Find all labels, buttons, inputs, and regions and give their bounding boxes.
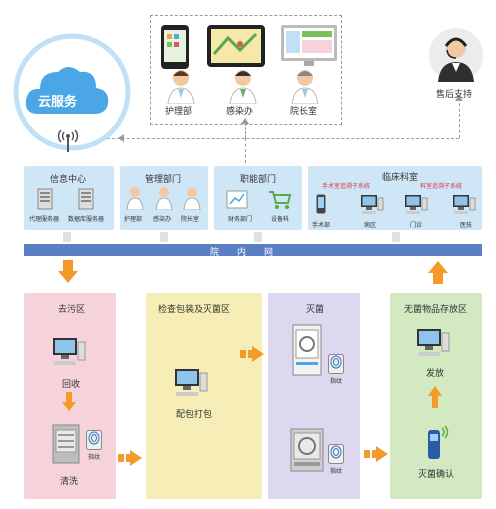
fingerprint-icon [328,354,344,374]
dept-item: 护理部 [124,216,143,223]
doctor-icon [183,186,201,210]
fingerprint-label: 指纹 [88,454,101,461]
subsystem-label: 手术室追溯子系统 [322,183,371,190]
cart-icon [268,190,292,210]
connector-line-mid [245,123,246,138]
dept-item: 设备科 [271,216,290,223]
computer-icon [360,194,384,216]
computer-icon [174,368,208,398]
step-label: 发放 [426,369,445,379]
dept-item: 病区 [364,222,377,229]
monitor-icon [280,24,338,68]
scanner-icon [422,424,452,460]
arrow-left-icon [118,134,124,142]
sterilizer-icon [292,324,322,376]
info-center-title: 信息中心 [50,175,87,185]
phone-icon [160,24,190,70]
link-arrow-icon [392,232,400,242]
arrow-right-icon [240,346,264,362]
arrow-up-icon [428,386,442,408]
arrow-up-icon [428,260,448,284]
arrow-up-icon [455,95,463,101]
link-arrow-icon [254,232,262,242]
role-label-director: 院长室 [290,107,318,117]
dept-item: 门诊 [410,222,423,229]
doctor-icon [228,68,258,104]
signal-icon [55,126,81,154]
connector-line-down [245,138,246,163]
zone-title: 去污区 [58,305,86,315]
functional-title: 职能部门 [240,175,277,185]
sterilizer-icon [290,428,324,472]
fingerprint-label: 指纹 [330,468,343,475]
arrow-right-icon [118,450,142,466]
arrow-up-icon [241,118,249,124]
dept-item: 院长室 [181,216,200,223]
cloud-icon [24,62,110,120]
connector-line-right [459,98,460,138]
dept-item: 手术部 [312,222,331,229]
step-label: 回收 [62,380,81,390]
zone-title: 灭菌 [306,305,325,315]
clinical-title: 临床科室 [382,173,419,183]
arrow-down-icon [58,260,78,284]
dept-item: 感染办 [153,216,172,223]
role-label-infection: 感染办 [226,107,254,117]
zone-title: 检查包装及灭菌区 [158,305,231,315]
doctor-icon [166,68,196,104]
dept-item: 数据库服务器 [68,216,105,223]
step-label: 配包打包 [176,410,213,420]
cloud-label: 云服务 [38,95,78,110]
doctor-icon [290,68,320,104]
zone-title: 无菌物品存放区 [404,305,468,315]
subsystem-label: 科室追溯子系统 [420,183,463,190]
dept-item: 医技 [460,222,473,229]
zone-inspection [146,293,262,499]
link-arrow-icon [160,232,168,242]
top-devices-frame [150,15,342,125]
link-arrow-icon [63,232,71,242]
chart-icon [226,188,248,210]
network-bar [24,244,482,256]
phone-icon [316,194,326,214]
step-label: 清洗 [60,477,79,487]
doctor-icon [126,186,144,210]
washer-icon [52,424,80,464]
server-icon [78,188,94,210]
fingerprint-label: 指纹 [330,378,343,385]
server-icon [37,188,53,210]
computer-icon [452,194,476,216]
connector-line-top [72,138,459,139]
arrow-down-icon [62,392,76,412]
network-label: 院 内 网 [210,248,274,258]
headset-agent-icon [428,26,484,84]
computer-icon [52,337,86,367]
fingerprint-icon [86,430,102,450]
management-title: 管理部门 [145,175,182,185]
doctor-icon [155,186,173,210]
role-label-nursing: 护理部 [165,107,193,117]
step-label: 灭菌确认 [418,470,455,480]
tablet-icon [206,24,266,68]
dept-item: 财务部门 [228,216,253,223]
arrow-right-icon [364,446,388,462]
computer-icon [404,194,428,216]
computer-icon [416,328,450,358]
dept-item: 代理服务器 [29,216,60,223]
fingerprint-icon [328,444,344,464]
support-label: 售后支持 [436,90,473,100]
